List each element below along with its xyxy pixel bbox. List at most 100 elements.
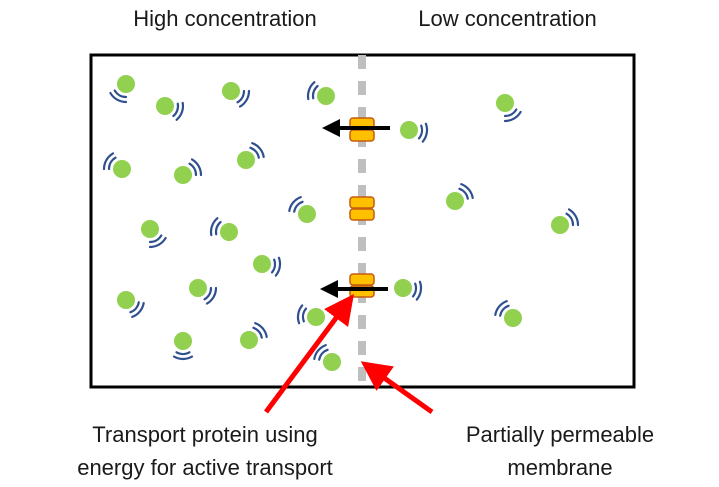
motion-mark (311, 84, 319, 100)
molecule (400, 121, 429, 143)
motion-mark (411, 282, 418, 298)
motion-mark (175, 101, 185, 121)
motion-mark (293, 200, 304, 213)
molecule (117, 291, 145, 318)
motion-mark (238, 89, 251, 108)
motion-mark (494, 300, 508, 316)
molecule (174, 158, 203, 184)
motion-mark (109, 91, 128, 104)
motion-mark (172, 355, 194, 361)
motion-mark (565, 212, 575, 227)
molecule (156, 97, 185, 121)
molecule (446, 183, 474, 210)
motion-mark (252, 326, 263, 339)
high-concentration-label: High concentration (133, 6, 317, 31)
membrane-label-line1: Partially permeable (465, 422, 655, 447)
motion-mark (499, 304, 510, 317)
molecule (306, 81, 335, 105)
molecule-particle (174, 166, 192, 184)
motion-mark (236, 89, 246, 104)
motion-mark (301, 307, 308, 323)
molecule-particle (323, 353, 341, 371)
molecule (209, 217, 238, 241)
motion-mark (102, 152, 115, 171)
molecule (189, 279, 218, 305)
molecule (102, 152, 131, 178)
motion-mark (148, 234, 163, 244)
motion-mark (190, 158, 203, 177)
transport-protein-label: Transport protein using energy for activ… (20, 418, 390, 484)
transport-protein-label-line1: Transport protein using (92, 422, 318, 447)
motion-mark (274, 256, 282, 277)
molecule-particle (189, 279, 207, 297)
motion-mark (148, 236, 167, 249)
motion-mark (129, 301, 140, 314)
motion-mark (209, 217, 219, 237)
motion-mark (288, 196, 302, 212)
motion-mark (175, 351, 191, 356)
molecule (494, 300, 522, 327)
motion-mark (113, 89, 128, 99)
molecule-particle (174, 332, 192, 350)
low-concentration-label: Low concentration (418, 6, 597, 31)
motion-mark (205, 286, 218, 305)
molecule-particle (394, 279, 412, 297)
molecule (253, 255, 282, 277)
molecule-particle (113, 160, 131, 178)
motion-mark (415, 280, 423, 301)
transport-protein-label-line2: energy for active transport (77, 455, 333, 480)
molecule-particle (141, 220, 159, 238)
molecule-particle (551, 216, 569, 234)
motion-mark (417, 124, 424, 140)
molecule-particle (446, 192, 464, 210)
molecule-particle (117, 75, 135, 93)
motion-mark (503, 108, 518, 118)
motion-mark (249, 146, 260, 159)
molecule (288, 196, 316, 223)
transport-protein (349, 273, 375, 298)
motion-mark (318, 348, 329, 361)
motion-mark (296, 304, 304, 325)
molecule (237, 142, 265, 169)
molecule (240, 322, 268, 349)
molecule (141, 220, 167, 249)
molecules-group (102, 75, 580, 371)
molecule (109, 75, 135, 104)
motion-mark (460, 183, 474, 199)
motion-mark (214, 220, 222, 236)
molecule-particle (504, 309, 522, 327)
molecule-particle (117, 291, 135, 309)
motion-mark (306, 81, 316, 101)
motion-mark (503, 110, 522, 123)
molecule-particle (240, 331, 258, 349)
molecule-particle (307, 308, 325, 326)
motion-mark (131, 302, 145, 318)
transport-protein (349, 196, 375, 221)
motion-mark (567, 208, 580, 227)
active-transport-arrow (320, 280, 388, 298)
motion-mark (251, 142, 265, 158)
motion-mark (313, 344, 327, 360)
molecule-particle (298, 205, 316, 223)
molecule-particle (317, 87, 335, 105)
motion-mark (172, 102, 180, 118)
membrane-pointer-arrow (360, 361, 434, 415)
molecule-particle (400, 121, 418, 139)
molecule-particle (253, 255, 271, 273)
motion-mark (421, 122, 429, 143)
molecule-particle (237, 151, 255, 169)
molecule (551, 208, 580, 234)
molecule (222, 82, 251, 108)
molecule-particle (496, 94, 514, 112)
molecule (313, 344, 341, 371)
motion-mark (188, 162, 198, 177)
transport-protein-pointer-arrow (263, 293, 354, 414)
molecule-particle (220, 223, 238, 241)
membrane-label-line2: membrane (507, 455, 613, 480)
motion-mark (203, 286, 213, 301)
motion-mark (270, 258, 277, 274)
molecule (296, 304, 325, 326)
molecule (394, 279, 423, 301)
active-transport-arrow (322, 119, 390, 137)
